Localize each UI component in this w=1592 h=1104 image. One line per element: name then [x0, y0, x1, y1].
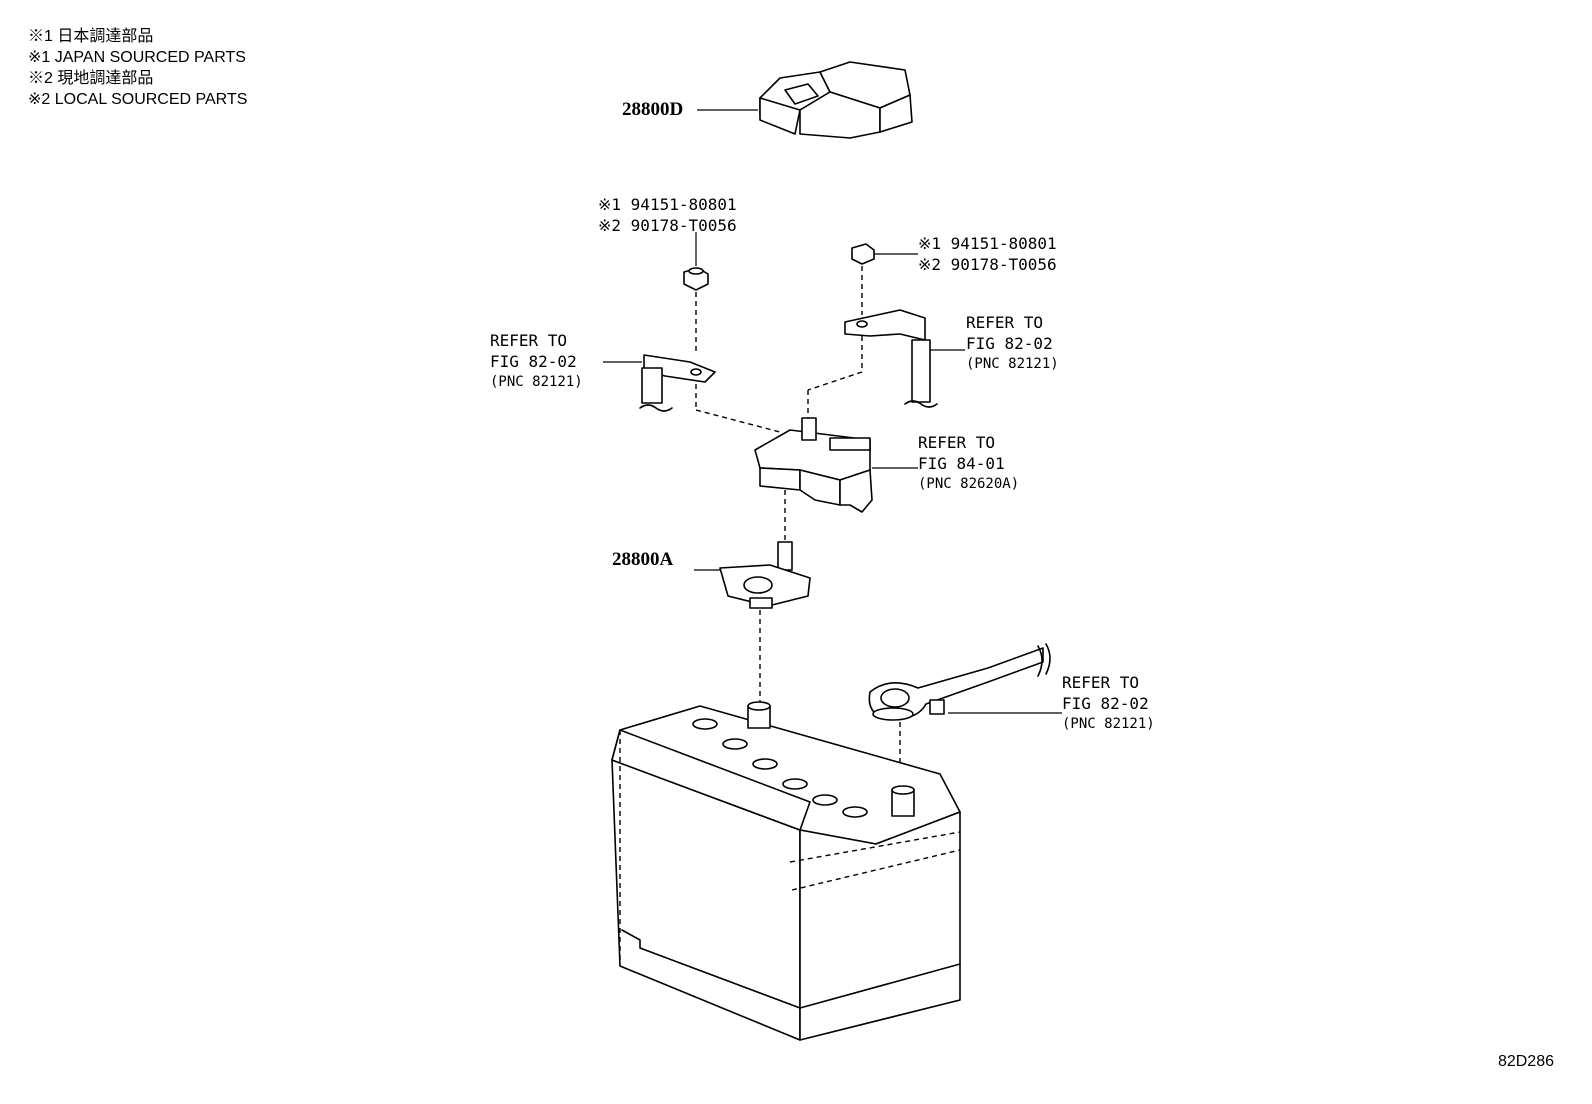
battery-drawing — [611, 701, 961, 1041]
negative-cable-pnc: (PNC 82121) — [1062, 716, 1155, 732]
left-cable-fig-link[interactable]: FIG 82-02 — [490, 352, 577, 371]
left-cable-terminal-drawing — [603, 354, 781, 433]
fuse-block-refer-to: REFER TO — [918, 433, 996, 452]
fuse-block-reference: REFER TO FIG 84-01 (PNC 82620A) — [918, 432, 1019, 495]
nut-left-part-numbers: ※1 94151-80801 ※2 90178-T0056 — [598, 194, 737, 236]
nut-left-drawing — [683, 232, 709, 355]
right-cable-pnc: (PNC 82121) — [966, 356, 1059, 372]
nut-left-japan-part[interactable]: ※1 94151-80801 — [598, 195, 737, 214]
figure-id: 82D286 — [1497, 1053, 1554, 1070]
nut-right-japan-part[interactable]: ※1 94151-80801 — [918, 234, 1057, 253]
sensor-28800d-drawing — [697, 61, 913, 139]
fuse-block-pnc: (PNC 82620A) — [918, 476, 1020, 492]
legend-line-1: ※1 日本調達部品 — [28, 28, 154, 45]
legend-line-2: ※1 JAPAN SOURCED PARTS — [28, 49, 246, 66]
part-number-28800d[interactable]: 28800D — [622, 99, 684, 120]
nut-left-local-part[interactable]: ※2 90178-T0056 — [598, 216, 737, 235]
right-cable-reference: REFER TO FIG 82-02 (PNC 82121) — [966, 312, 1059, 375]
fuse-block-fig-link[interactable]: FIG 84-01 — [918, 454, 1005, 473]
part-number-28800a[interactable]: 28800A — [612, 549, 674, 570]
nut-right-local-part[interactable]: ※2 90178-T0056 — [918, 255, 1057, 274]
left-cable-reference: REFER TO FIG 82-02 (PNC 82121) — [490, 330, 583, 393]
nut-right-drawing — [851, 243, 918, 315]
negative-cable-fig-link[interactable]: FIG 82-02 — [1062, 694, 1149, 713]
legend-line-4: ※2 LOCAL SOURCED PARTS — [28, 91, 248, 108]
nut-right-part-numbers: ※1 94151-80801 ※2 90178-T0056 — [918, 233, 1057, 275]
left-cable-refer-to: REFER TO — [490, 331, 568, 350]
terminal-28800a-drawing — [694, 541, 811, 712]
sourcing-legend: ※1 日本調達部品 ※1 JAPAN SOURCED PARTS ※2 現地調達… — [28, 26, 247, 110]
right-cable-refer-to: REFER TO — [966, 313, 1044, 332]
legend-line-3: ※2 現地調達部品 — [28, 70, 154, 87]
left-cable-pnc: (PNC 82121) — [490, 374, 583, 390]
negative-cable-reference: REFER TO FIG 82-02 (PNC 82121) — [1062, 672, 1155, 735]
right-cable-fig-link[interactable]: FIG 82-02 — [966, 334, 1053, 353]
negative-cable-drawing — [868, 643, 1062, 780]
right-cable-terminal-drawing — [807, 309, 965, 420]
negative-cable-refer-to: REFER TO — [1062, 673, 1140, 692]
fuse-block-drawing — [754, 417, 918, 540]
